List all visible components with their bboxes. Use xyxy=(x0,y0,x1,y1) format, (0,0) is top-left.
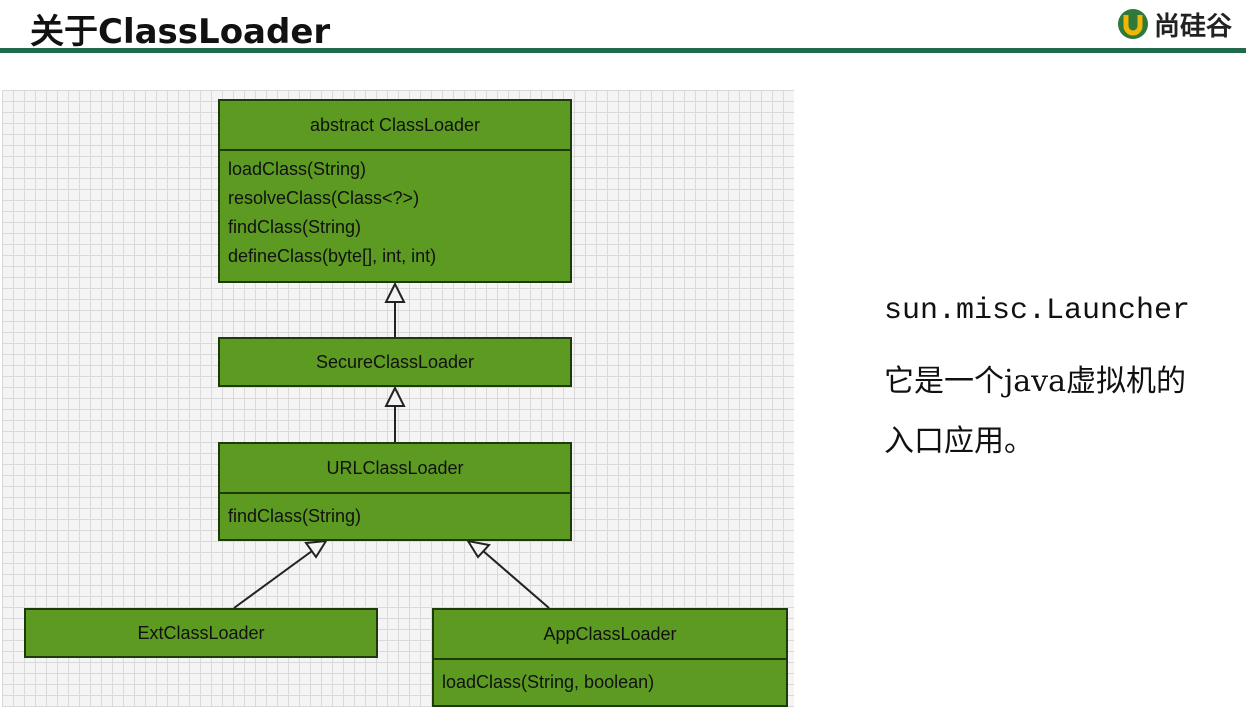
method-item: resolveClass(Class<?>) xyxy=(228,188,420,208)
class-box-abstract-classloader: abstract ClassLoader loadClass(String) r… xyxy=(218,99,572,283)
inheritance-arrows xyxy=(233,281,550,609)
page-title: 关于ClassLoader xyxy=(30,12,331,52)
logo-u-icon xyxy=(1118,9,1148,39)
class-name: AppClassLoader xyxy=(543,624,677,644)
brand-logo: 尚硅谷 xyxy=(1116,6,1232,42)
inheritance-arrowhead xyxy=(465,539,491,559)
method-item: findClass(String) xyxy=(228,506,362,526)
connector-app-to-url xyxy=(481,549,550,609)
inheritance-arrowhead xyxy=(384,281,406,303)
description-line-2: 入口应用。 xyxy=(884,424,1034,459)
header-divider xyxy=(0,48,1246,53)
launcher-class-name: sun.misc.Launcher xyxy=(884,294,1191,328)
inheritance-arrowhead xyxy=(304,539,328,559)
class-name: SecureClassLoader xyxy=(315,352,475,372)
method-item: findClass(String) xyxy=(228,217,362,237)
method-list: loadClass(String, boolean) xyxy=(434,660,786,697)
logo-text: 尚硅谷 xyxy=(1154,11,1233,42)
class-name: abstract ClassLoader xyxy=(309,115,481,135)
description-line-1: 它是一个java虚拟机的 xyxy=(884,364,1187,399)
method-item: defineClass(byte[], int, int) xyxy=(228,246,437,266)
class-name: URLClassLoader xyxy=(326,458,464,478)
method-item: loadClass(String) xyxy=(228,159,367,179)
class-diagram: abstract ClassLoader loadClass(String) r… xyxy=(2,90,794,707)
class-name: ExtClassLoader xyxy=(137,623,265,643)
method-list: loadClass(String) resolveClass(Class<?>)… xyxy=(220,151,570,271)
inheritance-arrowhead xyxy=(384,385,406,407)
connector-ext-to-url xyxy=(233,550,313,609)
class-box-url-classloader: URLClassLoader findClass(String) xyxy=(218,442,572,541)
class-box-ext-classloader: ExtClassLoader xyxy=(24,608,378,658)
method-item: loadClass(String, boolean) xyxy=(442,672,655,692)
class-box-secure-classloader: SecureClassLoader xyxy=(218,337,572,387)
method-list: findClass(String) xyxy=(220,494,570,531)
class-box-app-classloader: AppClassLoader loadClass(String, boolean… xyxy=(432,608,788,707)
